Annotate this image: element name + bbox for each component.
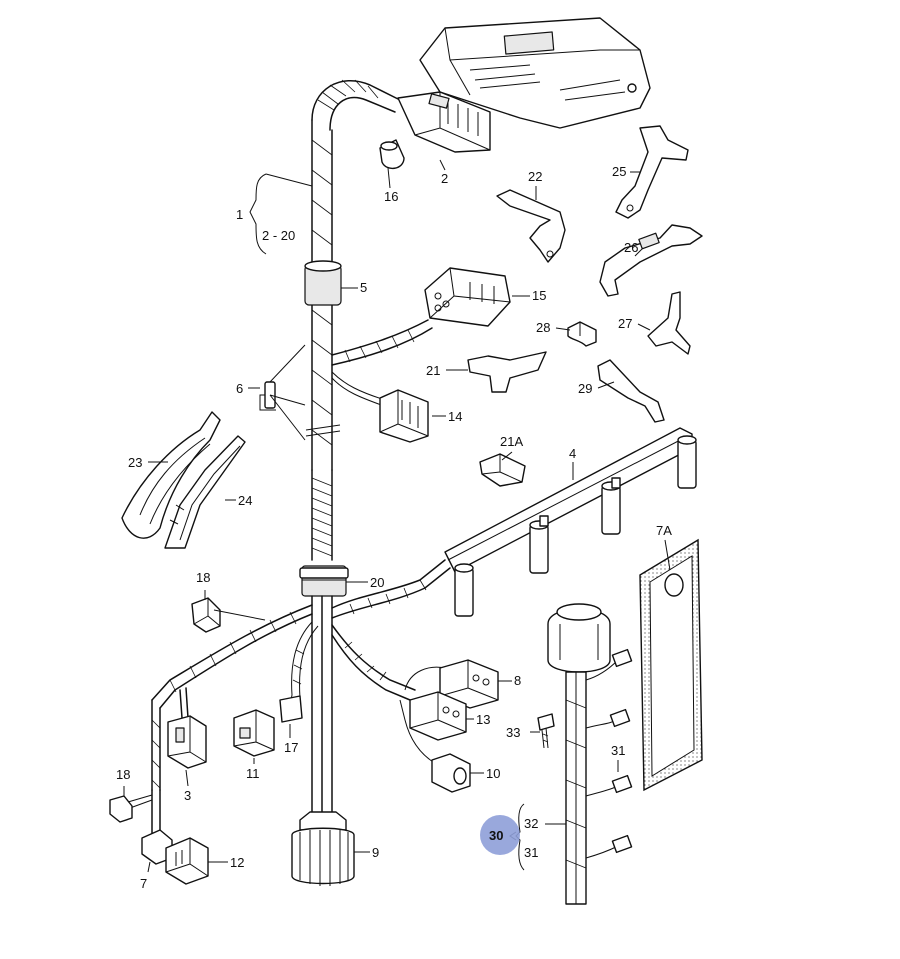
right-branch bbox=[331, 624, 446, 766]
callout-20: 20 bbox=[370, 575, 384, 590]
callout-18-top: 18 bbox=[196, 570, 210, 585]
callout-6: 6 bbox=[236, 381, 243, 396]
bolt-33 bbox=[537, 713, 555, 749]
bracket-22 bbox=[496, 189, 566, 263]
branch-to-4 bbox=[331, 559, 451, 619]
callout-3: 3 bbox=[184, 788, 191, 803]
callout-7A: 7A bbox=[656, 523, 672, 538]
module-30 bbox=[547, 603, 633, 905]
branch-to-11 bbox=[279, 621, 319, 723]
control-unit-housing bbox=[419, 17, 651, 129]
guide-channel-24 bbox=[164, 435, 246, 549]
clip-21A bbox=[479, 453, 526, 487]
branch-to-14 bbox=[331, 371, 386, 407]
callout-31-right: 31 bbox=[611, 743, 625, 758]
connector-15 bbox=[424, 267, 511, 327]
callout-33: 33 bbox=[506, 725, 520, 740]
callout-4: 4 bbox=[569, 446, 576, 461]
callout-labels: 1 2 - 20 2 16 5 15 14 6 20 8 13 10 9 12 … bbox=[116, 164, 672, 891]
callout-24: 24 bbox=[238, 493, 252, 508]
connector-10 bbox=[431, 753, 471, 793]
connector-11 bbox=[233, 709, 275, 757]
callout-15: 15 bbox=[532, 288, 546, 303]
gasket-7A bbox=[639, 538, 703, 792]
clip-18-top bbox=[191, 597, 221, 633]
callout-31-left: 31 bbox=[524, 845, 538, 860]
bracket-26 bbox=[599, 224, 703, 297]
clip-28 bbox=[567, 321, 597, 347]
bracket-29 bbox=[597, 359, 665, 423]
injector-plug-2 bbox=[529, 520, 549, 574]
callout-12: 12 bbox=[230, 855, 244, 870]
guide-channel-23 bbox=[121, 411, 221, 539]
callout-22: 22 bbox=[528, 169, 542, 184]
clip-18-bottom bbox=[109, 795, 133, 823]
callout-26: 26 bbox=[624, 240, 638, 255]
callout-29: 29 bbox=[578, 381, 592, 396]
callout-13: 13 bbox=[476, 712, 490, 727]
callout-32: 32 bbox=[524, 816, 538, 831]
bracket-27 bbox=[647, 291, 691, 355]
callout-7: 7 bbox=[140, 876, 147, 891]
connector-8 bbox=[439, 659, 499, 709]
leader-lines bbox=[123, 159, 671, 873]
callout-2: 2 bbox=[441, 171, 448, 186]
callout-2-20: 2 - 20 bbox=[262, 228, 295, 243]
grommet-20 bbox=[299, 567, 349, 579]
callout-21: 21 bbox=[426, 363, 440, 378]
callout-21A: 21A bbox=[500, 434, 523, 449]
callout-28: 28 bbox=[536, 320, 550, 335]
callout-27: 27 bbox=[618, 316, 632, 331]
connector-12 bbox=[165, 837, 209, 885]
callout-10: 10 bbox=[486, 766, 500, 781]
connector-14 bbox=[379, 389, 429, 443]
injector-plug-3 bbox=[601, 481, 621, 535]
connector-2 bbox=[397, 91, 491, 153]
injector-plug-4 bbox=[677, 435, 697, 489]
callout-5: 5 bbox=[360, 280, 367, 295]
bracket-21 bbox=[467, 351, 547, 393]
callout-16: 16 bbox=[384, 189, 398, 204]
branch-to-15 bbox=[331, 319, 433, 366]
callout-11: 11 bbox=[246, 766, 260, 781]
clip-16 bbox=[379, 139, 405, 169]
connector-13 bbox=[409, 691, 467, 741]
callout-18-bottom: 18 bbox=[116, 767, 130, 782]
injector-plug-1 bbox=[454, 563, 474, 617]
bracket-25 bbox=[615, 125, 689, 219]
connector-3 bbox=[167, 715, 207, 769]
callout-8: 8 bbox=[514, 673, 521, 688]
callout-14: 14 bbox=[448, 409, 462, 424]
injector-harness bbox=[444, 427, 697, 617]
callout-30: 30 bbox=[489, 828, 503, 843]
left-branch bbox=[127, 604, 313, 841]
highlight-circle-30 bbox=[480, 815, 520, 855]
callout-9: 9 bbox=[372, 845, 379, 860]
callout-23: 23 bbox=[128, 455, 142, 470]
callout-1: 1 bbox=[236, 207, 243, 222]
callout-25: 25 bbox=[612, 164, 626, 179]
callout-17: 17 bbox=[284, 740, 298, 755]
